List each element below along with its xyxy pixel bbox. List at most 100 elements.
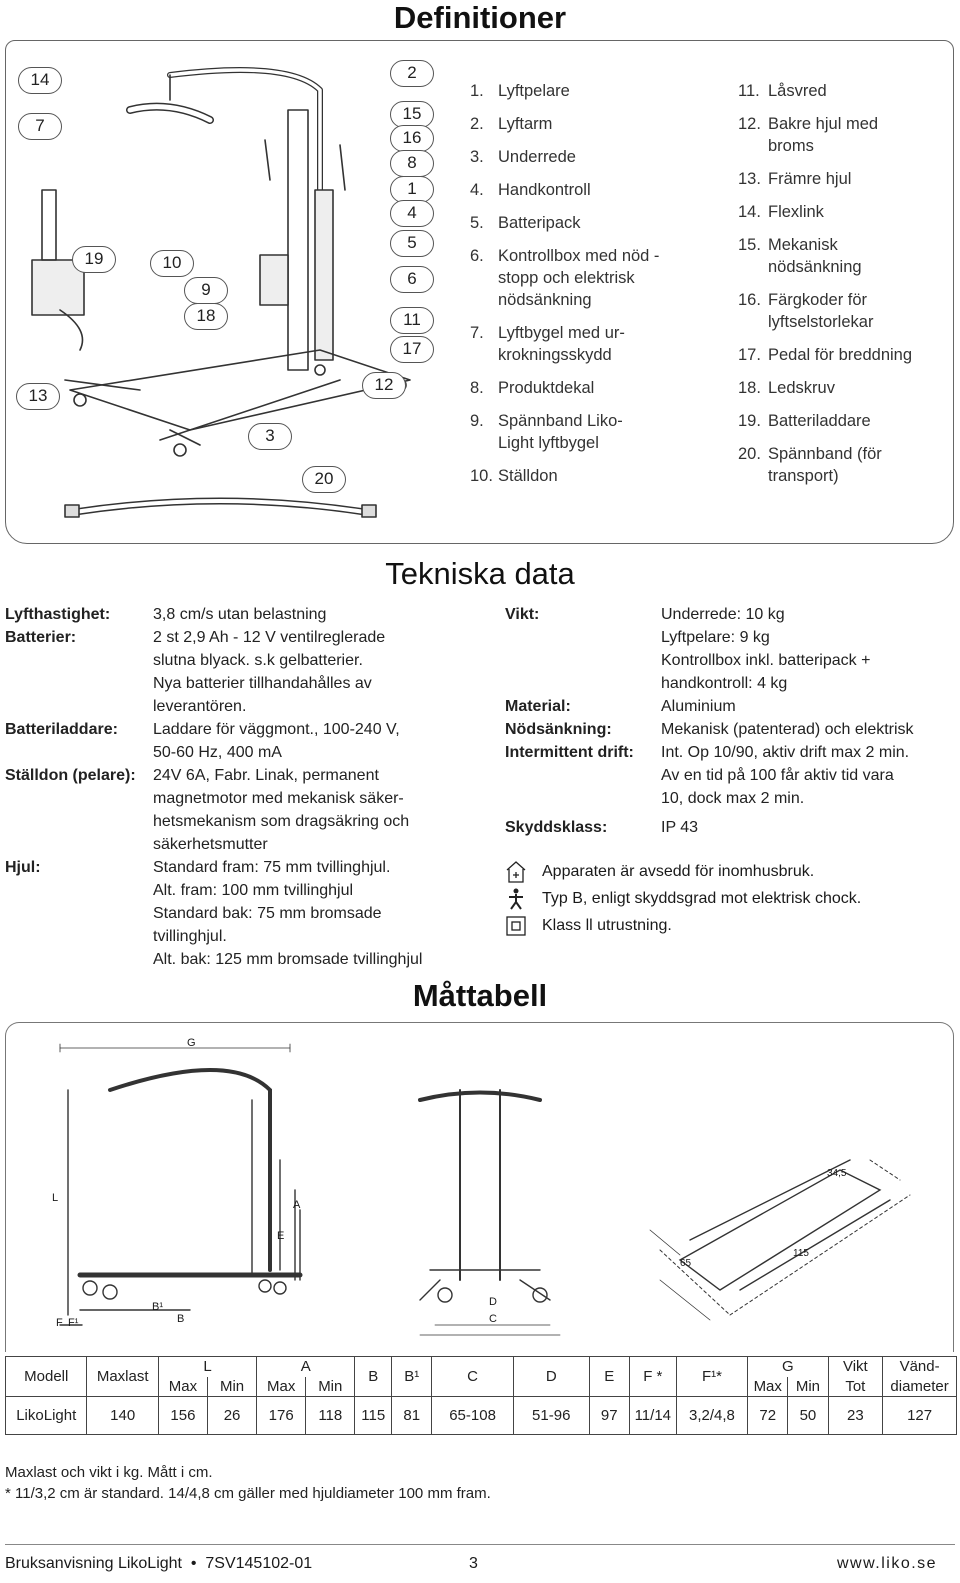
table-cell: 118 — [305, 1396, 356, 1435]
table-cell: 140 — [86, 1396, 159, 1435]
table-note: * 11/3,2 cm är standard. 14/4,8 cm gälle… — [5, 1485, 491, 1502]
table-subheader: Max — [747, 1376, 789, 1397]
list-item: 7.Lyftbygel med ur- krokningsskydd — [470, 324, 625, 364]
list-item: 12.Bakre hjul med broms — [738, 115, 879, 155]
table-header: Vänd- — [882, 1356, 957, 1377]
table-header: F * — [628, 1356, 677, 1397]
symbol-row: Apparaten är avsedd för inomhusbruk. — [505, 858, 945, 885]
list-item: 5.Batteripack — [470, 214, 581, 232]
callout-6: 6 — [390, 266, 434, 293]
spec-row: Nödsänkning:Mekanisk (patenterad) och el… — [505, 721, 914, 738]
table-subheader: Min — [305, 1376, 356, 1397]
table-header: A — [256, 1356, 356, 1377]
spec-row: Vikt:Underrede: 10 kg Lyftpelare: 9 kg K… — [505, 606, 871, 692]
spec-row: Intermittent drift:Int. Op 10/90, aktiv … — [505, 744, 910, 807]
callout-13: 13 — [16, 383, 60, 410]
dimension-panel — [5, 1022, 954, 1352]
symbol-text: Apparaten är avsedd för inomhusbruk. — [542, 863, 815, 880]
table-header: D — [512, 1356, 590, 1397]
dim-label-b1: B¹ — [152, 1301, 163, 1313]
list-item: 3.Underrede — [470, 148, 576, 166]
dimension-title: Måttabell — [412, 978, 548, 1013]
table-header: G — [747, 1356, 829, 1377]
table-subheader: diameter — [882, 1376, 957, 1397]
table-cell: 176 — [256, 1396, 307, 1435]
list-item: 16.Färgkoder för lyftselstorlekar — [738, 291, 874, 331]
table-subheader: Max — [256, 1376, 307, 1397]
list-item: 17.Pedal för breddning — [738, 346, 913, 364]
table-cell: LikoLight — [4, 1396, 88, 1435]
tech-data-title: Tekniska data — [385, 556, 575, 591]
lift-illustration — [31, 67, 411, 518]
table-subheader: Tot — [827, 1376, 884, 1397]
dim-label-f: F — [56, 1317, 63, 1329]
list-item: 6.Kontrollbox med nöd - stopp och elektr… — [470, 247, 660, 309]
page-number: 3 — [469, 1555, 478, 1572]
callout-16: 16 — [390, 125, 434, 152]
tech-specs-left: Lyfthastighet:3,8 cm/s utan belastning B… — [5, 603, 475, 971]
list-item: 8.Produktdekal — [470, 379, 595, 397]
callout-17: 17 — [390, 336, 434, 363]
symbol-text: Typ B, enligt skyddsgrad mot elektrisk c… — [542, 890, 862, 907]
dim-label-f1: F¹ — [68, 1317, 79, 1329]
list-item: 1.Lyftpelare — [470, 82, 570, 100]
footer-website[interactable]: www.liko.se — [837, 1555, 938, 1572]
dimension-table: Modell Maxlast L A B B¹ C D E F * F¹* G … — [4, 1356, 957, 1435]
dim-label-115: 115 — [793, 1248, 809, 1259]
list-item: 13.Främre hjul — [738, 170, 852, 188]
dim-label-e: E — [277, 1230, 285, 1242]
dim-label-345: 34,5 — [827, 1168, 847, 1179]
table-cell: 26 — [206, 1396, 258, 1435]
spec-row: Skyddsklass:IP 43 — [505, 819, 699, 836]
table-cell: 81 — [391, 1396, 433, 1435]
table-header: B¹ — [391, 1356, 433, 1397]
class-ii-equipment-icon — [506, 915, 526, 936]
tech-specs-right: Vikt:Underrede: 10 kg Lyftpelare: 9 kg K… — [505, 603, 955, 839]
spec-row: Hjul:Standard fram: 75 mm tvillinghjul. … — [5, 859, 423, 968]
callout-1: 1 — [390, 176, 434, 203]
table-cell: 50 — [787, 1396, 829, 1435]
spec-row: Batterier:2 st 2,9 Ah - 12 V ventilregle… — [5, 629, 386, 715]
callout-15: 15 — [390, 101, 434, 128]
table-subheader: Min — [787, 1376, 829, 1397]
definitions-list-1: 1.Lyftpelare 2.Lyftarm 3.Underrede 4.Han… — [470, 80, 720, 498]
table-cell: 72 — [747, 1396, 789, 1435]
table-cell: 65-108 — [431, 1396, 514, 1435]
list-item: 10.Ställdon — [470, 467, 558, 485]
dim-label-b: B — [177, 1313, 185, 1325]
callout-11: 11 — [390, 307, 434, 334]
list-item: 19.Batteriladdare — [738, 412, 871, 430]
list-item: 15.Mekanisk nödsänkning — [738, 236, 862, 276]
callout-20: 20 — [302, 466, 346, 493]
dim-label-l: L — [52, 1192, 59, 1204]
callout-18: 18 — [184, 303, 228, 330]
table-header: B — [354, 1356, 393, 1397]
list-item: 9.Spännband Liko- Light lyftbygel — [470, 412, 623, 452]
table-subheader: Max — [157, 1376, 209, 1397]
table-header: Maxlast — [86, 1356, 159, 1397]
callout-9: 9 — [184, 277, 228, 304]
table-cell: 11/14 — [628, 1396, 677, 1435]
table-subheader: Min — [206, 1376, 258, 1397]
table-cell: 3,2/4,8 — [675, 1396, 749, 1435]
spec-row: Material:Aluminium — [505, 698, 736, 715]
definitions-list-2: 11.Låsvred 12.Bakre hjul med broms 13.Fr… — [738, 80, 953, 498]
table-cell: 156 — [157, 1396, 209, 1435]
dim-label-c: C — [489, 1313, 497, 1325]
table-cell: 127 — [882, 1396, 957, 1435]
symbol-text: Klass ll utrustning. — [542, 917, 672, 934]
table-header: L — [157, 1356, 258, 1377]
spec-row: Lyfthastighet:3,8 cm/s utan belastning — [5, 606, 327, 623]
table-header: E — [588, 1356, 630, 1397]
symbol-row: Klass ll utrustning. — [505, 912, 945, 939]
table-row: LikoLight 140 156 26 176 118 115 81 65-1… — [4, 1396, 957, 1435]
table-header: F¹* — [675, 1356, 749, 1397]
callout-10: 10 — [150, 250, 194, 277]
list-item: 2.Lyftarm — [470, 115, 553, 133]
definitions-panel — [5, 40, 954, 544]
list-item: 4.Handkontroll — [470, 181, 591, 199]
dim-label-a: A — [293, 1199, 301, 1211]
list-item: 20.Spännband (för transport) — [738, 445, 882, 485]
callout-4: 4 — [390, 200, 434, 227]
callout-5: 5 — [390, 230, 434, 257]
